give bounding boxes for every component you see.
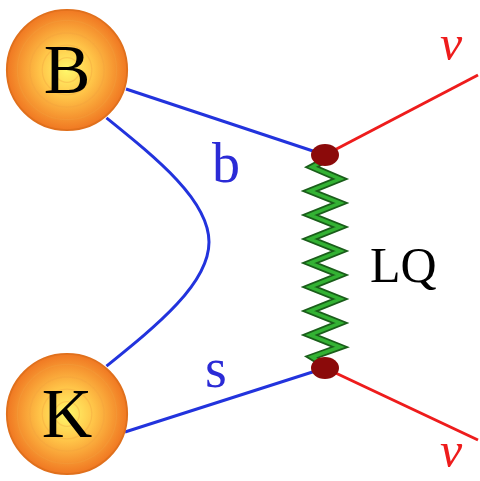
spectator-quark-line bbox=[106, 118, 209, 366]
meson-circle: B bbox=[5, 8, 129, 132]
quark-label: s bbox=[205, 340, 227, 396]
neutrino-label: ν bbox=[440, 425, 462, 475]
quark-label: b bbox=[212, 135, 240, 191]
vertex-dot bbox=[311, 357, 339, 379]
neutrino-line bbox=[325, 75, 478, 155]
meson-circle: K bbox=[5, 352, 129, 476]
neutrino-label: ν bbox=[440, 18, 462, 68]
vertex-dot bbox=[311, 144, 339, 166]
leptoquark-label: LQ bbox=[370, 240, 437, 290]
meson-name: B bbox=[44, 35, 91, 105]
leptoquark-propagator bbox=[310, 160, 340, 365]
leptoquark-propagator-outline bbox=[310, 160, 340, 365]
meson-name: K bbox=[42, 379, 93, 449]
